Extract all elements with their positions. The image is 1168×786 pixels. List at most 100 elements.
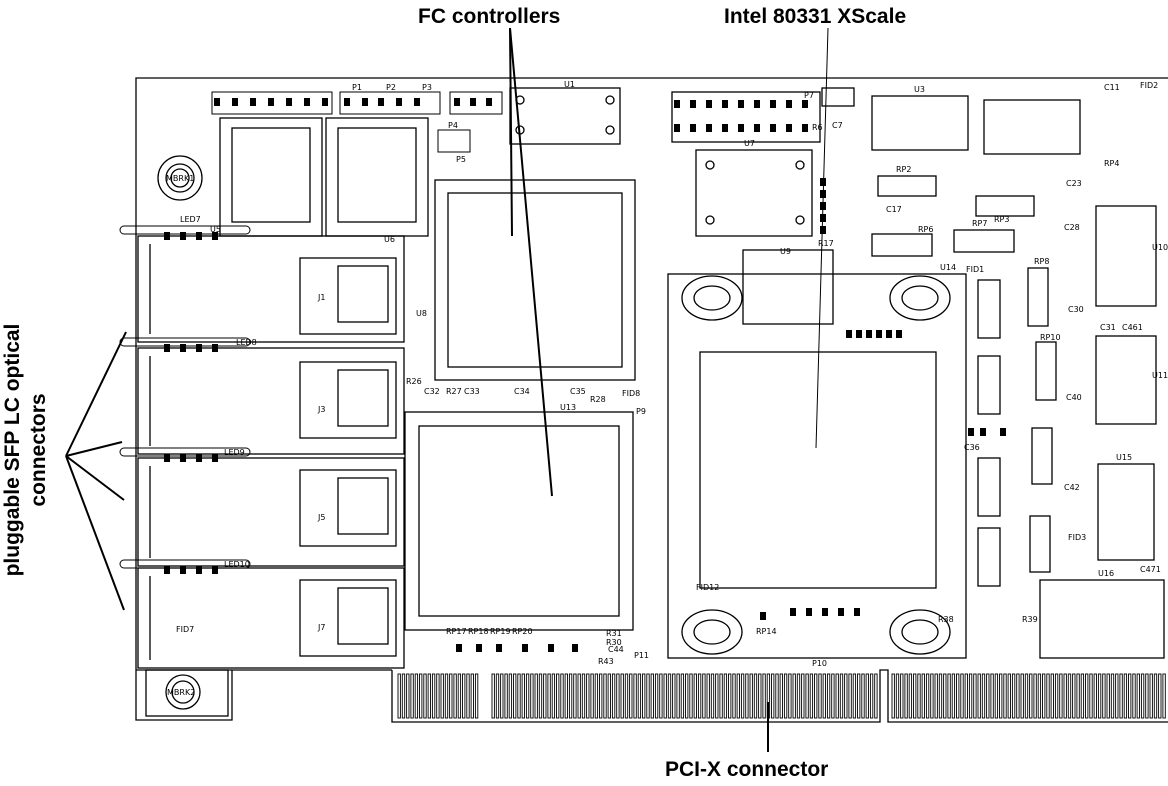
gold-finger — [470, 673, 474, 719]
smd-pad — [820, 226, 826, 234]
gold-finger — [594, 673, 599, 719]
silk-c33: C33 — [464, 387, 480, 396]
smd-pad — [770, 124, 776, 132]
smd-pad — [268, 98, 274, 106]
smd-pad — [212, 454, 218, 462]
gold-finger — [564, 673, 568, 719]
module-u1 — [509, 87, 621, 145]
silk-u10: U10 — [1152, 243, 1168, 252]
smd-pad — [786, 100, 792, 108]
gold-finger — [423, 673, 427, 719]
leader-fc-bottom — [509, 27, 553, 497]
silk-rp4: RP4 — [1104, 159, 1119, 168]
silk-r6: R6 — [812, 123, 823, 132]
rp12 — [1031, 427, 1053, 485]
gold-finger — [1162, 673, 1166, 719]
smd-pad — [738, 100, 744, 108]
smd-pad — [690, 100, 696, 108]
gold-finger — [826, 673, 831, 719]
gold-finger — [414, 673, 419, 719]
gold-finger — [1145, 673, 1149, 719]
silk-fid3: FID3 — [1068, 533, 1086, 542]
gold-finger — [981, 673, 986, 719]
label-sfp-line1: pluggable SFP LC optical — [1, 323, 24, 577]
smd-pad — [968, 428, 974, 436]
smd-pad — [770, 100, 776, 108]
smd-pad — [344, 98, 350, 106]
gold-finger — [1128, 673, 1132, 719]
gold-finger — [560, 673, 564, 719]
mounting-hole-top — [157, 155, 203, 201]
gold-finger — [908, 673, 913, 719]
silk-j7: J7 — [317, 623, 325, 632]
gold-finger — [749, 673, 753, 719]
silk-j3: J3 — [317, 405, 325, 414]
silk-rp19: RP19 — [490, 627, 511, 636]
gold-finger — [848, 673, 852, 719]
gold-finger — [525, 673, 530, 719]
silk-u15: U15 — [1116, 453, 1132, 462]
silk-u7: U7 — [744, 139, 755, 148]
silk-c7: C7 — [832, 121, 843, 130]
gold-finger — [491, 673, 495, 719]
silk-rp17: RP17 — [446, 627, 467, 636]
smd-pad — [866, 330, 872, 338]
silk-u3: U3 — [914, 85, 925, 94]
gold-finger — [960, 673, 964, 719]
smd-pad — [820, 178, 826, 186]
leader-sfp-1 — [65, 331, 127, 457]
smd-pad — [214, 98, 220, 106]
smd-pad — [786, 124, 792, 132]
smd-pad — [1000, 428, 1006, 436]
gold-finger — [556, 673, 560, 719]
gold-finger — [977, 673, 981, 719]
leader-intel — [815, 27, 829, 449]
gold-finger — [1106, 673, 1110, 719]
gold-finger — [930, 673, 934, 719]
silk-led8: LED8 — [236, 338, 257, 347]
smd-pad — [854, 608, 860, 616]
smd-pad — [486, 98, 492, 106]
silk-p9: P9 — [636, 407, 646, 416]
smd-pad — [706, 100, 712, 108]
silk-c40: C40 — [1066, 393, 1082, 402]
smd-pad — [674, 100, 680, 108]
silk-c471: C471 — [1140, 565, 1161, 574]
gold-finger — [857, 673, 861, 719]
silk-p1: P1 — [352, 83, 362, 92]
rp13 — [977, 457, 1001, 517]
gold-finger — [397, 673, 401, 719]
connector-u2 — [671, 91, 821, 143]
smd-pad — [760, 612, 766, 620]
gold-finger — [1123, 673, 1128, 719]
gold-finger — [1102, 673, 1106, 719]
silk-fid1: FID1 — [966, 265, 984, 274]
rp9 — [977, 279, 1001, 339]
smd-pad — [738, 124, 744, 132]
gold-finger — [513, 673, 517, 719]
smd-pad — [856, 330, 862, 338]
gold-finger — [943, 673, 947, 719]
gold-finger — [449, 673, 453, 719]
smd-pad — [802, 100, 808, 108]
silk-r38: R38 — [938, 615, 954, 624]
smd-pad — [212, 232, 218, 240]
gold-finger — [796, 673, 801, 719]
smd-pad — [454, 98, 460, 106]
gold-finger — [607, 673, 611, 719]
gold-finger — [736, 673, 740, 719]
gold-finger — [521, 673, 525, 719]
gold-finger — [1037, 673, 1042, 719]
silk-c44: C44 — [608, 645, 624, 654]
gold-finger — [1003, 673, 1007, 719]
gold-finger — [1072, 673, 1076, 719]
gold-finger — [710, 673, 715, 719]
gold-finger — [1085, 673, 1089, 719]
gold-finger — [805, 673, 809, 719]
silk-rp18: RP18 — [468, 627, 489, 636]
silk-p11: P11 — [634, 651, 649, 660]
silk-u9: U9 — [780, 247, 791, 256]
silk-u16: U16 — [1098, 569, 1114, 578]
gold-finger — [577, 673, 581, 719]
